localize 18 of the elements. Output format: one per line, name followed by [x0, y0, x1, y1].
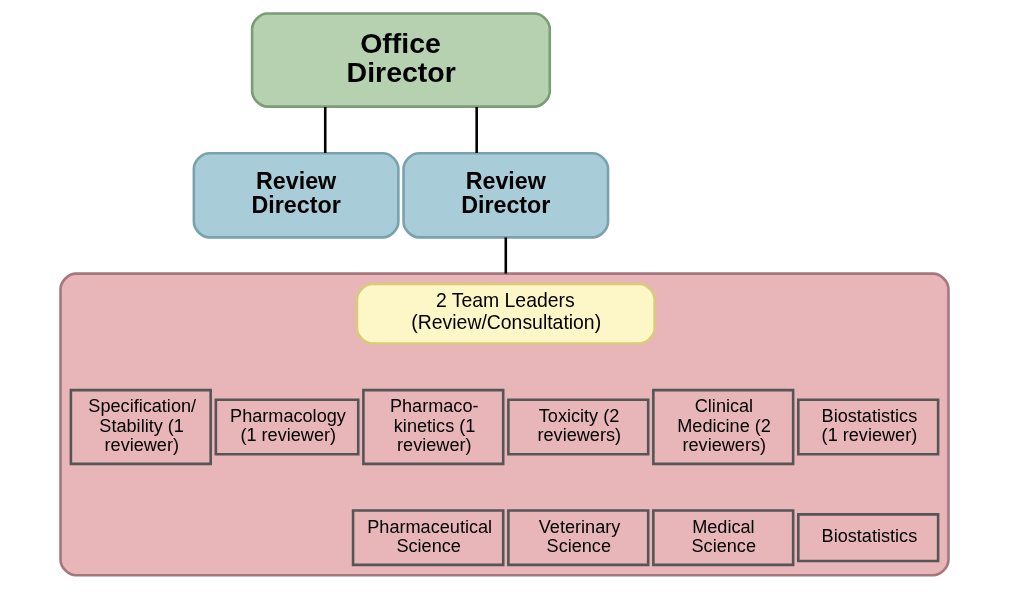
node-box: Review Director [402, 151, 610, 239]
node-box: Toxicity (2 reviewers) [507, 398, 650, 456]
node-box: Clinical Medicine (2 reviewers) [652, 388, 795, 466]
connector [475, 107, 478, 153]
node-box: Biostatistics [797, 513, 940, 563]
node-box: 2 Team Leaders (Review/Consultation) [355, 282, 656, 345]
node-box: Pharmaceutical Science [351, 509, 505, 567]
node-box: Medical Science [652, 509, 795, 567]
node-box: Pharmacology (1 reviewer) [214, 398, 360, 456]
node-box: Office Director [250, 12, 552, 108]
node-box: Pharmaco- kinetics (1 reviewer) [362, 388, 505, 466]
node-box: Veterinary Science [507, 509, 650, 567]
connector [504, 237, 508, 274]
connector [323, 107, 327, 153]
node-box: Biostatistics (1 reviewer) [797, 398, 940, 456]
cluster [59, 272, 950, 577]
node-box: Review Director [192, 151, 400, 239]
node-box: Specification/ Stability (1 reviewer) [69, 388, 212, 466]
